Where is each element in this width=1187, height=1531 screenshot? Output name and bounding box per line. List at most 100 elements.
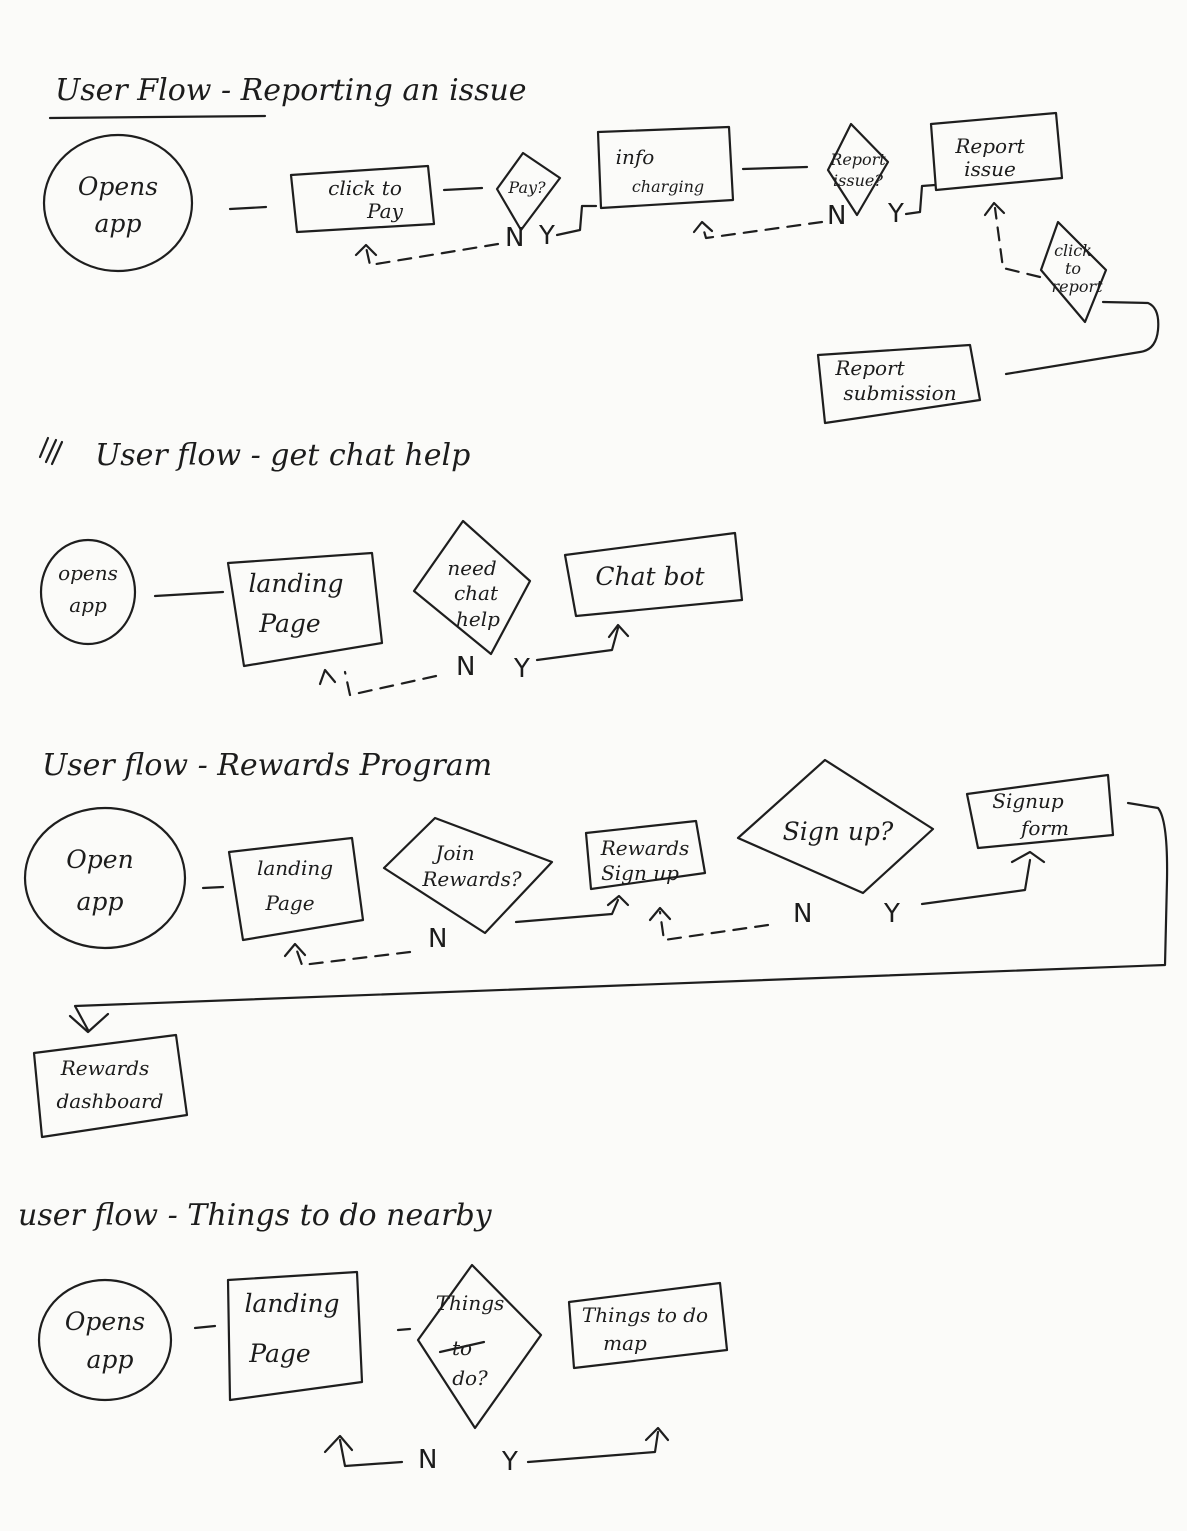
arrowhead [68, 1012, 110, 1034]
node-need-chat-help-line3: help [456, 607, 500, 631]
node-click-to-pay-line2: Pay [366, 199, 403, 223]
node-report-issue-decision-line2: issue? [833, 171, 883, 190]
node-join-rewards-line1: Join [431, 841, 474, 865]
node-join-rewards-line2: Rewards? [421, 867, 522, 891]
node-opens-app-line1: Opens [65, 1307, 145, 1336]
node-click-to-pay-line1: click to [328, 176, 402, 200]
arrowhead [283, 942, 307, 958]
node-need-chat-help-line1: need [447, 556, 496, 580]
node-sign-up-decision [736, 758, 935, 895]
flow-things: user flow - Things to do nearby Opens ap… [18, 1198, 729, 1477]
connector [153, 590, 225, 598]
arrowhead [1010, 850, 1046, 864]
arrowhead [983, 201, 1006, 217]
node-open-app-line1: Open [66, 845, 133, 874]
label-yes: Y [513, 654, 530, 684]
return-path-no [294, 946, 412, 967]
flow-reporting: User Flow - Reporting an issue Opens app… [42, 73, 1160, 425]
node-landing-page-line2: Page [264, 891, 314, 915]
node-things-to-do-decision-line1: Things [436, 1291, 505, 1315]
node-report-issue-line2: issue [964, 157, 1016, 181]
scribble [38, 436, 64, 466]
connector-yes [904, 183, 937, 216]
node-things-to-do-map-line1: Things to do [582, 1303, 708, 1327]
label-yes: Y [538, 221, 555, 251]
node-landing-page-line2: Page [248, 1339, 310, 1368]
connector [442, 186, 484, 192]
node-opens-app-line2: app [95, 209, 142, 238]
arrowhead [318, 668, 337, 686]
node-landing-page [226, 1270, 364, 1402]
flow-chat: User flow - get chat help opens app land… [38, 436, 744, 697]
return-path-no [658, 910, 770, 942]
node-click-to-pay [289, 164, 436, 234]
node-need-chat-help [412, 519, 532, 656]
node-things-to-do-decision [416, 1263, 543, 1430]
node-signup-form-line2: form [1019, 816, 1069, 840]
node-opens-app-line1: opens [58, 561, 118, 585]
node-landing-page-line1: landing [248, 569, 343, 598]
node-opens-app [37, 1278, 173, 1402]
node-landing-page [226, 551, 384, 668]
return-path-dashed [993, 206, 1042, 279]
node-things-to-do-map [567, 1281, 729, 1370]
title-underline [48, 114, 267, 120]
label-no: N [456, 652, 475, 682]
label-yes: Y [883, 899, 900, 929]
flow-rewards: User flow - Rewards Program Open app lan… [23, 748, 1169, 1139]
node-opens-app-line2: app [69, 593, 107, 617]
node-info-charging-line2: charging [632, 177, 704, 196]
connector [1004, 300, 1160, 376]
arrowhead [607, 623, 630, 639]
node-open-app [23, 806, 187, 950]
connector [514, 898, 620, 924]
connector-yes [920, 858, 1032, 906]
node-need-chat-help-line2: chat [454, 581, 499, 605]
arrowhead [606, 894, 630, 907]
return-path-no [700, 220, 824, 240]
node-pay-decision [495, 151, 562, 232]
arrowhead [323, 1434, 354, 1454]
arrowhead [648, 906, 672, 922]
label-yes: Y [501, 1447, 518, 1477]
strike-through [438, 1340, 486, 1354]
node-open-app-line2: app [77, 887, 124, 916]
arrowhead [692, 220, 714, 234]
arrowhead [354, 243, 378, 257]
node-info-charging-line1: info [616, 145, 655, 169]
node-report-submission-line2: submission [843, 381, 956, 405]
node-report-submission-line1: Report [834, 356, 905, 380]
connector [193, 1324, 217, 1330]
label-no: N [428, 924, 447, 954]
node-rewards-sign-up-line1: Rewards [600, 836, 690, 860]
flow-title-chat: User flow - get chat help [95, 438, 470, 473]
node-report-issue-decision [826, 122, 890, 217]
node-things-to-do-decision-line3: do? [452, 1366, 488, 1390]
node-click-to-report-line1: click [1054, 241, 1092, 260]
node-rewards-sign-up-line2: Sign up [601, 861, 679, 885]
connector [741, 165, 809, 171]
node-opens-app [42, 133, 194, 273]
connector [396, 1327, 412, 1332]
label-yes: Y [887, 199, 904, 229]
connector-yes [535, 626, 620, 662]
node-sign-up-decision-label: Sign up? [783, 817, 894, 846]
node-signup-form-line1: Signup [992, 789, 1064, 813]
node-things-to-do-map-line2: map [603, 1331, 647, 1355]
node-pay-decision-label: Pay? [507, 178, 546, 197]
flow-title-rewards: User flow - Rewards Program [42, 748, 492, 783]
connector [228, 205, 268, 211]
connector [201, 885, 225, 890]
node-rewards-sign-up [584, 819, 707, 891]
arrowhead [644, 1426, 670, 1442]
node-chatbot [563, 531, 744, 618]
flow-title-things: user flow - Things to do nearby [18, 1198, 493, 1233]
connector-wrap [73, 801, 1169, 1032]
node-click-to-report-line3: report [1051, 277, 1103, 296]
node-rewards-dashboard-line1: Rewards [60, 1056, 150, 1080]
node-landing-page-line1: landing [244, 1289, 339, 1318]
node-info-charging [596, 125, 735, 210]
node-opens-app-line1: Opens [78, 172, 158, 201]
node-report-submission [816, 343, 982, 425]
